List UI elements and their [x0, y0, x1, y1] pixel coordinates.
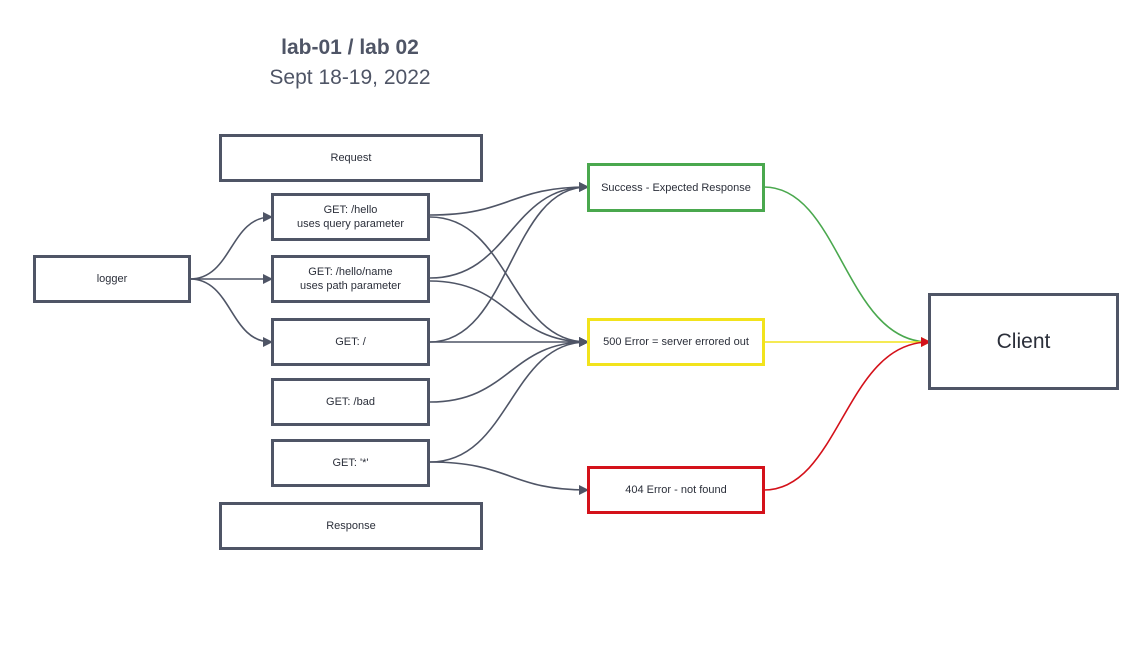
logger-node: logger [33, 255, 191, 303]
route-get-bad-node: GET: /bad [271, 378, 430, 426]
connector-bad-500 [429, 337, 589, 403]
route-get-hello-note: uses query parameter [297, 218, 404, 230]
route-get-bad-label: GET: /bad [326, 396, 375, 408]
success-response-label: Success - Expected Response [601, 181, 751, 194]
diagram-date: Sept 18-19, 2022 [269, 66, 431, 89]
route-get-hello-name-node: GET: /hello/name uses path parameter [271, 255, 430, 303]
connector-hello-name-500 [429, 280, 589, 347]
route-get-hello-node: GET: /hello uses query parameter [271, 193, 430, 241]
route-get-root-label: GET: / [335, 336, 366, 348]
connector-success-client [763, 186, 931, 347]
connector-hello-500 [429, 216, 589, 347]
error-500-node: 500 Error = server errored out [587, 318, 765, 366]
connector-star-404 [429, 461, 589, 495]
connector-star-500 [429, 337, 589, 463]
response-label: Response [326, 520, 376, 532]
route-get-root-node: GET: / [271, 318, 430, 366]
response-node: Response [219, 502, 483, 550]
route-get-star-label: GET: '*' [332, 457, 369, 469]
client-label: Client [996, 329, 1051, 353]
connector-hello-name-success [429, 182, 589, 279]
error-404-label: 404 Error - not found [625, 484, 727, 496]
connector-logger-hello [189, 212, 273, 280]
error-404-node: 404 Error - not found [587, 466, 765, 514]
error-500-label: 500 Error = server errored out [603, 336, 749, 348]
connector-logger-root [189, 278, 273, 347]
logger-label: logger [96, 273, 128, 285]
connector-404-client [763, 337, 931, 491]
client-node: Client [928, 293, 1119, 390]
route-get-hello-name-note: uses path parameter [300, 280, 401, 292]
route-get-star-node: GET: '*' [271, 439, 430, 487]
route-get-hello-name-label: GET: /hello/name [308, 266, 393, 278]
connector-root-success [429, 182, 589, 343]
success-response-node: Success - Expected Response [587, 163, 765, 212]
connector-hello-success [429, 182, 589, 216]
diagram-title: lab-01 / lab 02 [281, 36, 419, 59]
route-get-hello-label: GET: /hello [323, 204, 378, 216]
request-label: Request [330, 152, 372, 164]
request-node: Request [219, 134, 483, 182]
